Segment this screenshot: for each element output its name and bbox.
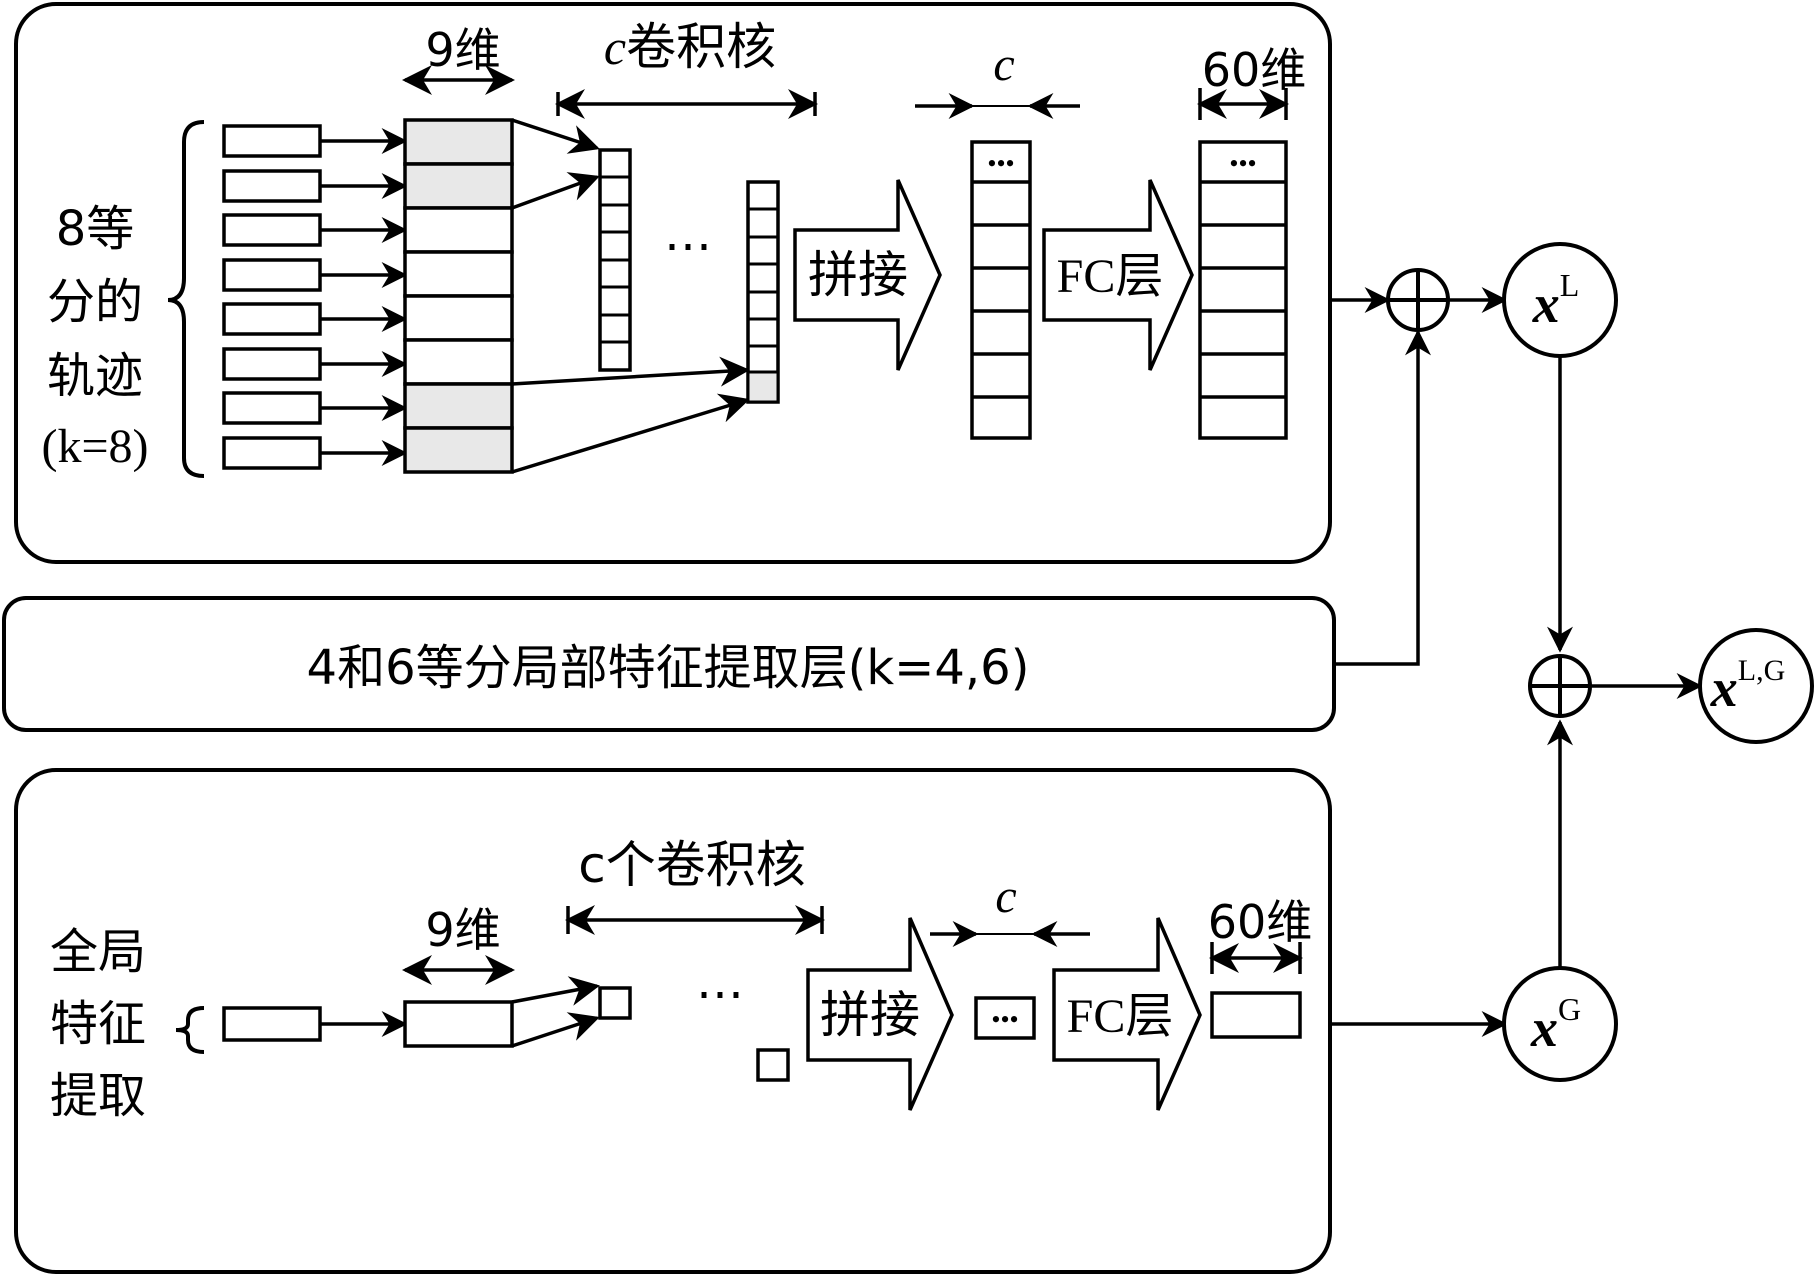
global-label-line2: 特征 <box>50 996 146 1052</box>
input-segment <box>222 302 322 336</box>
svg-text:xL,G: xL,G <box>1710 654 1786 718</box>
global-fc-output <box>1210 991 1302 1039</box>
input-segment <box>222 391 322 425</box>
traj-k-label: (k=8) <box>41 420 148 473</box>
node-xlg-sup: L,G <box>1738 654 1786 687</box>
concat-block-arrow <box>793 179 942 371</box>
conv-output-col-1 <box>598 148 632 372</box>
node-xlg: xL,G <box>1698 628 1814 744</box>
concat-dots: ••• <box>987 149 1014 178</box>
mid-panel: 4和6等分局部特征提取层(k=4,6) <box>2 596 1336 732</box>
local-panel: 8等 分的 轨迹 (k=8) <box>14 2 1332 564</box>
global-conv-output-c <box>756 1048 790 1082</box>
global-dim-label: 9维 <box>425 903 500 957</box>
mid-panel-label: 4和6等分局部特征提取层(k=4,6) <box>307 640 1030 696</box>
global-feature-row <box>403 1000 514 1048</box>
feature-matrix <box>403 118 514 474</box>
global-conv-ellipsis: ⋯ <box>696 968 744 1021</box>
node-xg: xG <box>1502 966 1618 1082</box>
global-conv-arrow-1 <box>511 976 600 1006</box>
dim-label: 9维 <box>425 23 500 77</box>
global-panel: 全局 特征 提取 9维 c个卷积核 ⋯ 拼接 c ••• FC层 <box>14 768 1332 1274</box>
global-kernels-label: c个卷积核 <box>578 836 806 894</box>
traj-label-line2: 分的 <box>47 274 143 330</box>
conv-arrows <box>511 118 750 474</box>
node-xg-sup: G <box>1558 991 1581 1027</box>
fusion: xL xL,G xG <box>1330 242 1814 1082</box>
global-fc-block-arrow <box>1052 917 1202 1111</box>
traj-label-line3: 轨迹 <box>47 348 143 404</box>
global-label-line1: 全局 <box>50 924 146 980</box>
svg-text:xL: xL <box>1532 267 1580 334</box>
global-concat-dots: ••• <box>991 1005 1018 1034</box>
traj-label-line1: 8等 <box>56 201 135 257</box>
node-xl: xL <box>1502 242 1618 358</box>
input-segment <box>222 124 322 158</box>
input-arrows <box>320 128 408 466</box>
input-segment <box>222 169 322 203</box>
input-segments <box>222 124 322 470</box>
fc-output-col: ••• <box>1198 140 1288 440</box>
global-conv-output-1 <box>598 986 632 1020</box>
global-input-segment <box>222 1006 322 1042</box>
conv-ellipsis: ⋯ <box>664 220 712 273</box>
local-brace <box>167 120 205 478</box>
global-concat-output <box>974 996 1036 1040</box>
global-panel-frame <box>14 768 1332 1274</box>
sum-node-bottom <box>1528 654 1592 718</box>
svg-text:xG: xG <box>1530 991 1581 1058</box>
input-segment <box>222 347 322 381</box>
concat-label: 拼接 <box>808 246 908 304</box>
concat-output-col: ••• <box>970 140 1032 440</box>
global-conv-arrow-2 <box>511 1012 600 1048</box>
global-concat-label: 拼接 <box>820 986 920 1044</box>
fc-label: FC层 <box>1057 250 1164 303</box>
fc-dots: ••• <box>1229 149 1256 178</box>
global-brace <box>175 1006 205 1054</box>
global-out-dim-label: 60维 <box>1208 895 1313 949</box>
node-xlg-base: x <box>1710 658 1738 718</box>
node-xg-base: x <box>1530 998 1558 1058</box>
c-width-label: c <box>993 38 1014 91</box>
node-xl-sup: L <box>1560 267 1580 303</box>
kernels-label: c卷积核 <box>604 18 776 76</box>
conv-output-col-c <box>746 180 780 404</box>
global-c-label: c <box>995 870 1016 923</box>
node-xl-base: x <box>1532 274 1560 334</box>
global-fc-label: FC层 <box>1067 990 1174 1043</box>
local-panel-frame <box>14 2 1332 564</box>
global-label-line3: 提取 <box>50 1068 146 1124</box>
input-segment <box>222 258 322 292</box>
fc-block-arrow <box>1042 179 1194 371</box>
global-concat-block-arrow <box>806 917 954 1111</box>
sum-node-top <box>1386 268 1450 332</box>
out-dim-label: 60维 <box>1202 43 1307 97</box>
input-segment <box>222 436 322 470</box>
mid-to-sum-connector <box>1334 329 1431 666</box>
input-segment <box>222 213 322 247</box>
